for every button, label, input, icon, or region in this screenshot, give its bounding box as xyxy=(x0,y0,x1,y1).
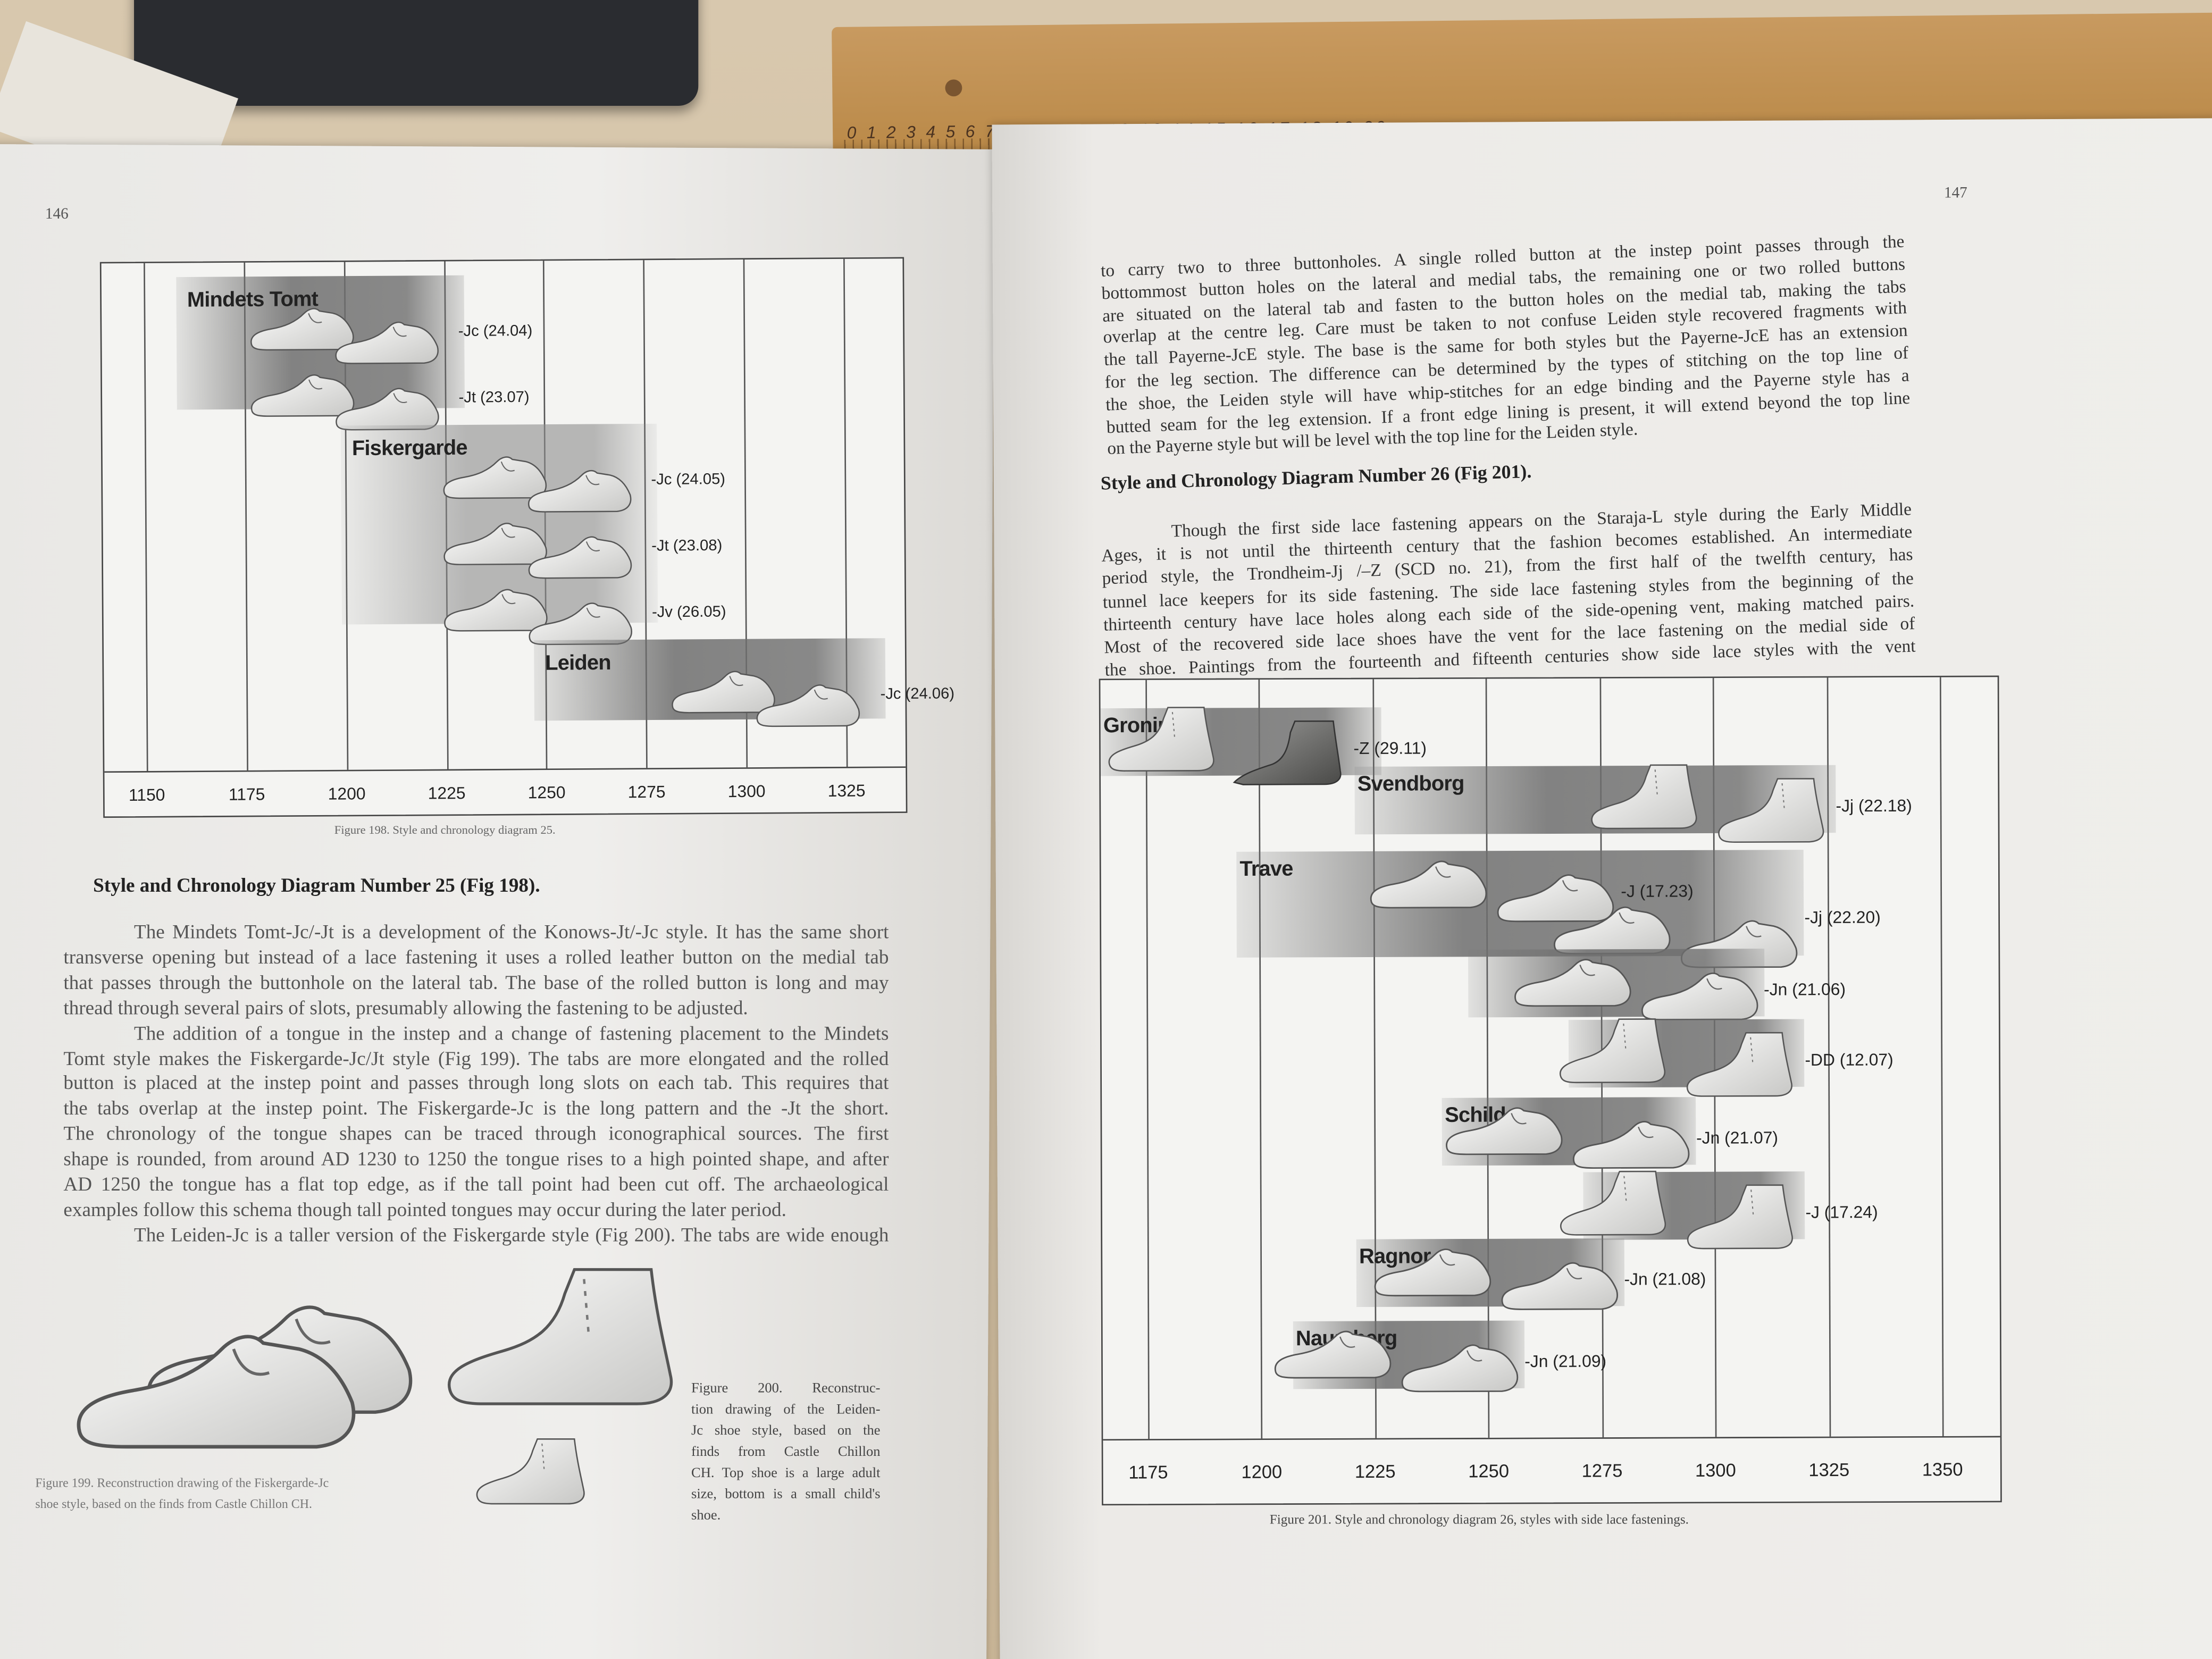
shoe-illustration xyxy=(1373,1248,1491,1297)
page-number-left: 146 xyxy=(45,206,69,223)
style-code-label: -Jn (21.06) xyxy=(1764,979,1846,1000)
shoe-illustration xyxy=(757,684,861,727)
axis-tick-label: 1225 xyxy=(428,783,466,803)
axis-tick-label: 1225 xyxy=(1354,1460,1396,1482)
shoe-illustration xyxy=(1717,777,1824,843)
dark-box-object xyxy=(134,0,699,106)
text-line: shape is rounded, from around AD 1230 to… xyxy=(63,1150,889,1171)
figure-199-caption-line: Figure 199. Reconstruction drawing of th… xyxy=(35,1476,329,1490)
style-code-label: -Jn (21.09) xyxy=(1524,1351,1607,1371)
figure-199-caption-line: shoe style, based on the finds from Cast… xyxy=(35,1496,312,1511)
style-code-label: -Jc (24.06) xyxy=(880,685,955,703)
axis-tick-label: 1250 xyxy=(1468,1460,1510,1482)
axis-tick-label: 1200 xyxy=(1241,1461,1283,1482)
shoe-illustration xyxy=(1446,1107,1563,1155)
shoe-illustration xyxy=(1687,1032,1794,1097)
caption-line: Figure 200. Reconstruc- xyxy=(691,1381,881,1397)
caption-line: shoe. xyxy=(691,1508,721,1524)
right-body-text-continued: to carry two to three buttonholes. A sin… xyxy=(1100,231,1911,461)
shoe-illustration xyxy=(527,536,632,579)
shoe-illustration xyxy=(1108,706,1215,772)
axis-tick-label: 1250 xyxy=(527,782,566,803)
style-code-label: -Jj (22.18) xyxy=(1836,795,1912,816)
caption-line: size, bottom is a small child's xyxy=(691,1487,881,1503)
axis-tick-label: 1300 xyxy=(727,781,766,802)
style-name-label: Svendborg xyxy=(1357,772,1464,797)
text-line: AD 1250 the tongue has a flat top edge, … xyxy=(63,1175,889,1196)
shoe-illustration xyxy=(1370,860,1488,909)
style-name-label: Leiden xyxy=(545,651,611,676)
figure-199-caption: Figure 199. Reconstruction drawing of th… xyxy=(35,1473,329,1515)
text-line: button is placed at the instep point and… xyxy=(63,1074,889,1095)
text-line: The Mindets Tomt-Jc/-Jt is a development… xyxy=(134,923,889,944)
shoe-illustration xyxy=(1573,1120,1690,1169)
figure-199-shoe-drawing xyxy=(68,1277,428,1460)
text-line: examples follow this schema though tall … xyxy=(63,1200,786,1222)
text-line: The Leiden-Jc is a taller version of the… xyxy=(134,1226,889,1247)
style-code-label: -Jt (23.08) xyxy=(651,537,723,555)
shoe-illustration xyxy=(1560,1170,1667,1236)
text-line: the tabs overlap at the instep point. Th… xyxy=(63,1099,889,1121)
text-line: Tomt style makes the Fiskergarde-Jc/Jt s… xyxy=(63,1049,889,1070)
text-line: that passes through the buttonhole on th… xyxy=(63,973,889,994)
style-code-label: -Jj (22.20) xyxy=(1804,907,1881,928)
axis-tick-label: 1150 xyxy=(128,785,165,805)
shoe-illustration xyxy=(1274,1330,1392,1379)
text-line: The chronology of the tongue shapes can … xyxy=(63,1125,889,1146)
ruler-hole xyxy=(945,79,962,97)
gridline xyxy=(1145,680,1150,1439)
style-code-label: -Z (29.11) xyxy=(1353,738,1427,759)
text-line: transverse opening but instead of a lace… xyxy=(63,948,889,969)
caption-line: CH. Top shoe is a large adult xyxy=(691,1465,881,1481)
x-axis xyxy=(104,766,906,773)
shoe-illustration xyxy=(1687,1184,1794,1250)
style-code-label: -J (17.24) xyxy=(1805,1202,1878,1222)
gridline xyxy=(1939,677,1944,1436)
axis-tick-label: 1325 xyxy=(1808,1459,1850,1481)
figure-200-adult-boot-drawing xyxy=(440,1249,687,1425)
caption-line: finds from Castle Chillon xyxy=(691,1444,881,1460)
axis-tick-label: 1275 xyxy=(1581,1460,1623,1481)
text-line: The addition of a tongue in the instep a… xyxy=(134,1024,889,1045)
page-number-right: 147 xyxy=(1943,185,1967,202)
dark-boot-illustration xyxy=(1233,720,1342,786)
figure-201-caption: Figure 201. Style and chronology diagram… xyxy=(1269,1513,1689,1528)
shoe-illustration xyxy=(1560,1018,1666,1084)
x-axis xyxy=(1103,1436,2000,1441)
axis-tick-label: 1175 xyxy=(1128,1461,1168,1483)
style-name-label: Trave xyxy=(1239,857,1293,882)
shoe-illustration xyxy=(334,321,439,365)
shoe-illustration xyxy=(1401,1344,1519,1393)
caption-line: Jc shoe style, based on the xyxy=(691,1423,881,1439)
axis-tick-label: 1300 xyxy=(1695,1459,1736,1481)
axis-tick-label: 1275 xyxy=(627,782,666,802)
shoe-illustration xyxy=(527,470,632,513)
style-code-label: -Jn (21.08) xyxy=(1624,1269,1706,1289)
figure-200-child-boot-drawing xyxy=(476,1438,585,1505)
style-code-label: -Jc (24.05) xyxy=(651,471,726,489)
gridline xyxy=(144,263,148,772)
figure-200-caption: Figure 200. Reconstruc-tion drawing of t… xyxy=(691,1378,881,1527)
style-code-label: -Jn (21.07) xyxy=(1696,1127,1779,1148)
right-body-text: Though the first side lace fastening app… xyxy=(1100,498,1916,682)
style-code-label: -Jc (24.04) xyxy=(458,323,533,340)
style-code-label: -Jv (26.05) xyxy=(651,604,726,622)
gridline xyxy=(1259,680,1263,1439)
shoe-illustration xyxy=(1501,1262,1618,1311)
section-heading-25: Style and Chronology Diagram Number 25 (… xyxy=(93,876,540,898)
style-code-label: -Jt (23.07) xyxy=(458,389,530,407)
style-code-label: -DD (12.07) xyxy=(1805,1050,1893,1070)
text-line: thread through several pairs of slots, p… xyxy=(63,998,748,1020)
caption-line: tion drawing of the Leiden- xyxy=(691,1402,881,1418)
shoe-illustration xyxy=(1513,958,1631,1007)
axis-tick-label: 1200 xyxy=(328,784,366,804)
axis-tick-label: 1325 xyxy=(827,781,866,801)
axis-tick-label: 1350 xyxy=(1922,1459,1963,1480)
figure-198-caption: Figure 198. Style and chronology diagram… xyxy=(334,822,556,837)
shoe-illustration xyxy=(1590,764,1697,830)
axis-tick-label: 1175 xyxy=(228,784,265,805)
left-body-text: The Mindets Tomt-Jc/-Jt is a development… xyxy=(63,921,889,1250)
